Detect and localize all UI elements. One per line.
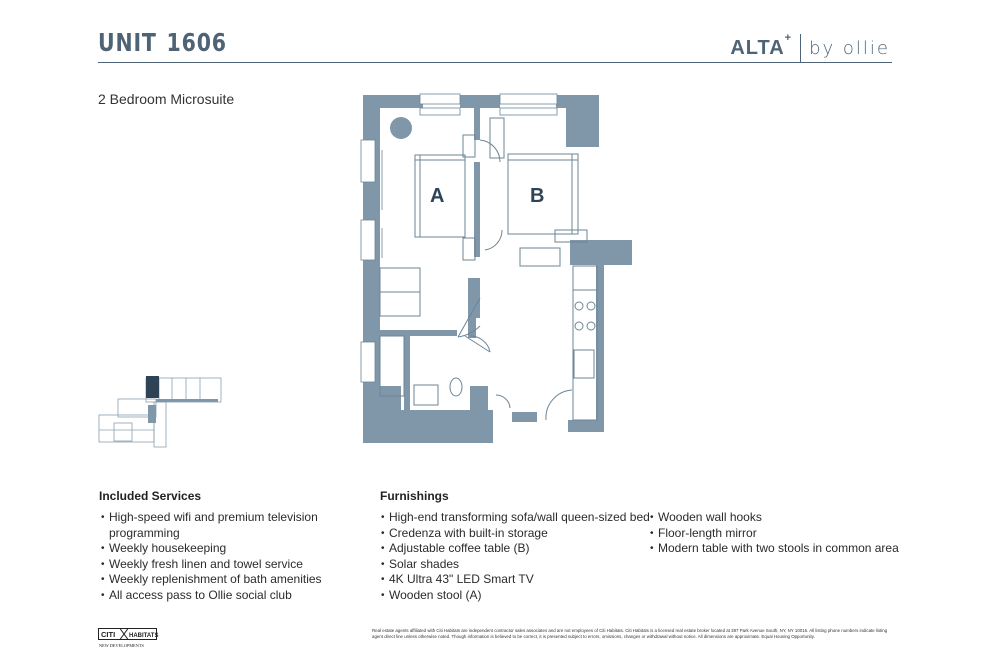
list-item: High-speed wifi and premium television p… [101,510,351,541]
services-list: High-speed wifi and premium television p… [101,510,351,603]
brand-divider [800,34,802,62]
svg-text:HABITATS: HABITATS [129,633,158,639]
brand-by-ollie: by ollie [809,37,890,59]
list-item: Weekly replenishment of bath amenities [101,572,351,588]
list-item: Wooden stool (A) [381,588,651,604]
list-item: Wooden wall hooks [650,510,910,526]
list-item: High-end transforming sofa/wall queen-si… [381,510,651,526]
list-item: 4K Ultra 43" LED Smart TV [381,572,651,588]
services-heading: Included Services [99,489,202,503]
list-item: Weekly fresh linen and towel service [101,557,351,573]
brand-superscript: + [784,31,793,44]
furnishings-heading: Furnishings [380,489,449,503]
unit-title: UNIT 1606 [98,28,227,57]
brand-name: ALTA+ [730,31,793,59]
brand-logo: ALTA+ by ollie [730,31,890,62]
list-item: Solar shades [381,557,651,573]
citi-habitats-logo: CITI HABITATS NEW DEVELOPMENTS [98,628,158,648]
list-item: Modern table with two stools in common a… [650,541,910,557]
svg-text:CITI: CITI [101,630,115,639]
svg-text:NEW DEVELOPMENTS: NEW DEVELOPMENTS [99,643,145,648]
list-item: Weekly housekeeping [101,541,351,557]
list-item: Credenza with built-in storage [381,526,651,542]
unit-type: 2 Bedroom Microsuite [98,91,235,107]
furnishings-list-1: High-end transforming sofa/wall queen-si… [381,510,651,603]
floor-plan: A B [360,93,632,443]
list-item: All access pass to Ollie social club [101,588,351,604]
room-b-label: B [530,185,544,207]
header-divider [98,62,892,63]
legal-disclaimer: Real estate agents affiliated with Citi … [372,628,888,639]
furnishings-list-2: Wooden wall hooks Floor-length mirror Mo… [650,510,910,557]
key-plan [98,376,222,448]
room-a-label: A [430,185,444,207]
list-item: Floor-length mirror [650,526,910,542]
unit-number: 1606 [166,28,227,57]
unit-label: UNIT [98,28,157,57]
list-item: Adjustable coffee table (B) [381,541,651,557]
